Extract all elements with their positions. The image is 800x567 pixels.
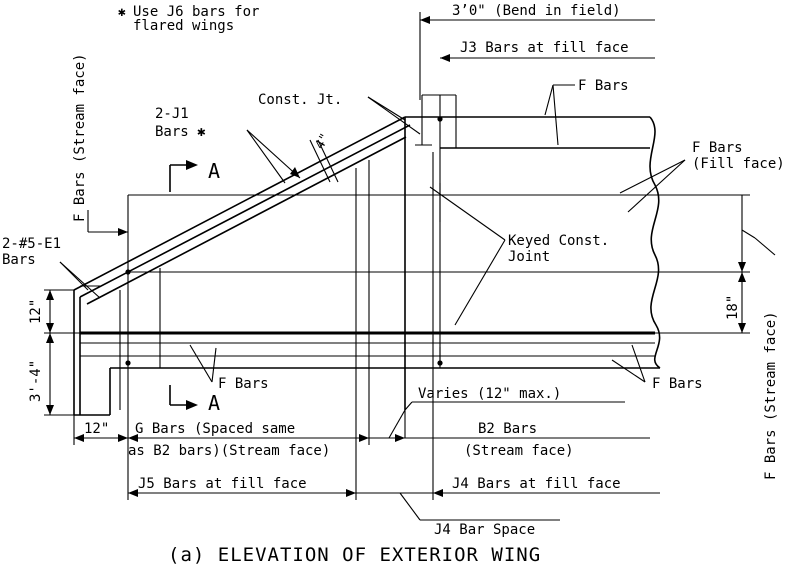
dim-12-bottom: 12" [84,421,109,437]
four-inch-label: 4" [312,131,333,152]
keyed-joint-label-2: Joint [508,249,550,265]
section-a-markers [169,160,198,410]
f-bars-bottom-left-label: F Bars [218,376,269,392]
f-bars-stream-left-label: F Bars (Stream face) [72,53,88,222]
note-symbol: ✱ [118,5,126,20]
b2-bars-label-1: B2 Bars [478,421,537,437]
f-bars-top-label: F Bars [578,78,629,94]
f-bars-stream-right-label: F Bars (Stream face) [763,311,779,480]
two-e1-label-2: Bars [2,252,36,268]
two-j1-label: 2-J1 [155,106,189,122]
annotations: ✱ Use J6 bars for flared wings 3’0" (Ben… [2,3,785,566]
dim-18-right: 18" [725,295,741,320]
keyed-joint-label-1: Keyed Const. [508,233,609,249]
g-bars-label-2: as B2 bars)(Stream face) [128,443,330,459]
two-e1-label-1: 2-#5-E1 [2,236,61,252]
bars-star-label: Bars ✱ [155,124,206,140]
j3-bars-label: J3 Bars at fill face [460,40,629,56]
f-bars-fill-label-2: (Fill face) [692,156,785,172]
dim-12-left: 12" [28,299,44,324]
dimension-lines [44,12,750,521]
section-a-top: A [208,159,220,183]
j4-bars-label: J4 Bars at fill face [452,476,621,492]
internal-bars [80,144,655,357]
const-jt-label: Const. Jt. [258,92,342,108]
note-line-1: Use J6 bars for [133,4,259,20]
g-bars-label-1: G Bars (Spaced same [135,421,295,437]
varies-label: Varies (12" max.) [418,386,561,402]
f-bars-bottom-right-label: F Bars [652,376,703,392]
wing-outline [73,116,661,416]
dim-3-4-left: 3'-4" [28,360,44,402]
note-line-2: flared wings [133,18,234,34]
vertical-bars [119,94,457,500]
bar-dots [125,116,443,366]
leader-lines [59,84,776,383]
j5-bars-label: J5 Bars at fill face [138,476,307,492]
bend-in-field-label: 3’0" (Bend in field) [452,3,621,19]
f-bars-fill-label-1: F Bars [692,140,743,156]
section-a-bottom: A [208,391,220,415]
j4-space-label: J4 Bar Space [434,522,535,538]
drawing-title: (a) ELEVATION OF EXTERIOR WING [168,544,541,566]
b2-bars-label-2: (Stream face) [464,443,574,459]
